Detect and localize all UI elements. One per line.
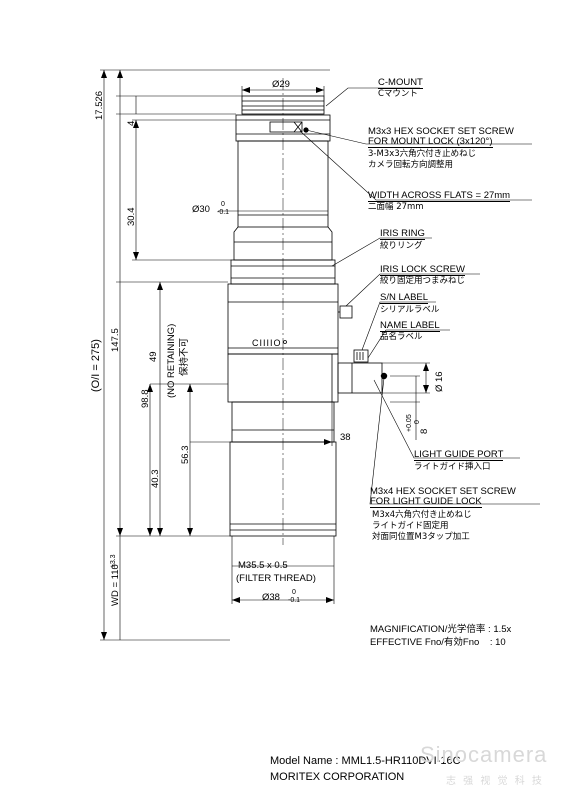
light-guide-screw-label-jp-3: 対面同位置M3タップ加工 (372, 532, 470, 542)
leader-lines (299, 87, 540, 505)
c-mount-label: C-MOUNT (378, 77, 423, 89)
dim-d38-tol-top: 0 (292, 589, 296, 596)
dim-h38: 38 (340, 432, 351, 443)
dim-oi: (O/I = 275) (90, 339, 102, 392)
mount-lock-screw-label: M3x3 HEX SOCKET SET SCREW (368, 126, 514, 137)
dim-no-retaining-jp: 保持不可 (179, 337, 190, 376)
lens-body (227, 95, 388, 537)
dim-d30-tol-top: 0 (221, 201, 225, 208)
dim-thread-note: (FILTER THREAD) (236, 573, 316, 584)
dim-563: 56.3 (180, 445, 191, 465)
dim-304: 30.4 (126, 207, 137, 227)
dim-thread: M35.5 x 0.5 (238, 560, 288, 571)
dim-1475: 147.5 (110, 328, 121, 352)
dim-4: 4 (126, 120, 137, 126)
dim-wd-tol: ±3.3 (110, 554, 117, 568)
watermark-brand: Sinocamera (420, 742, 548, 767)
light-guide-port-label: LIGHT GUIDE PORT (414, 449, 504, 461)
light-guide-screw-label-2: FOR LIGHT GUIDE LOCK (370, 496, 482, 508)
dim-988: 98.8 (140, 389, 151, 409)
model-name: Model Name : MML1.5-HR110DVI-16C (270, 755, 461, 767)
dim-49: 49 (148, 351, 159, 362)
light-guide-screw-label: M3x4 HEX SOCKET SET SCREW (370, 486, 516, 497)
flats-label-jp: 二面幅 27mm (368, 202, 424, 212)
dim-d30: Ø30 (192, 204, 210, 215)
name-label: NAME LABEL (380, 320, 440, 332)
dim-8: 8 (419, 428, 430, 434)
name-label-jp: 品名ラベル (380, 332, 423, 342)
spec-magnification: MAGNIFICATION/光学倍率 : 1.5x (370, 624, 512, 635)
light-guide-screw-label-jp: M3x4六角穴付き止めねじ (372, 510, 472, 520)
mount-lock-screw-label-jp-2: カメラ回転方向調整用 (368, 160, 454, 170)
dim-403: 40.3 (150, 469, 161, 489)
light-guide-screw-label-jp-2: ライトガイド固定用 (372, 521, 449, 531)
dim-17526: 17.526 (94, 90, 105, 120)
dim-d16: Ø 16 (434, 371, 445, 392)
mount-lock-screw-label-jp: 3-M3x3六角穴付き止めねじ (368, 149, 477, 159)
dimension-lines (100, 69, 430, 641)
light-guide-port-label-jp: ライトガイド挿入口 (414, 462, 491, 472)
iris-ring-label: IRIS RING (380, 228, 425, 240)
lens-marking: CIIIIO (252, 338, 282, 348)
dim-d38-tol-bot: -0.1 (288, 597, 301, 604)
iris-ring-label-jp: 絞りリング (380, 241, 423, 251)
dim-d38: Ø38 (262, 592, 280, 603)
company-name: MORITEX CORPORATION (270, 771, 405, 783)
dim-8-tol-top: +0.05 (406, 414, 413, 432)
sn-label: S/N LABEL (380, 292, 429, 304)
dim-d30-tol-bot: -0.1 (217, 209, 230, 216)
arrowheads (101, 70, 429, 640)
spec-fno: EFFECTIVE Fno/有効Fno : 10 (370, 637, 506, 648)
dim-wd: WD = 110 (110, 564, 121, 606)
flats-label: WIDTH ACROSS FLATS = 27mm (368, 190, 511, 202)
iris-lock-label: IRIS LOCK SCREW (380, 264, 465, 276)
iris-lock-label-jp: 絞り固定用つまみねじ (380, 276, 466, 286)
dim-8-tol-bot: 0 (414, 420, 421, 424)
c-mount-label-jp: Cマウント (378, 89, 418, 99)
sn-label-jp: シリアルラベル (380, 305, 440, 315)
dim-d29: Ø29 (272, 79, 290, 90)
mount-lock-screw-label-2: FOR MOUNT LOCK (3x120°) (368, 136, 493, 148)
watermark-cn: 志 强 视 觉 科 技 (446, 776, 544, 787)
